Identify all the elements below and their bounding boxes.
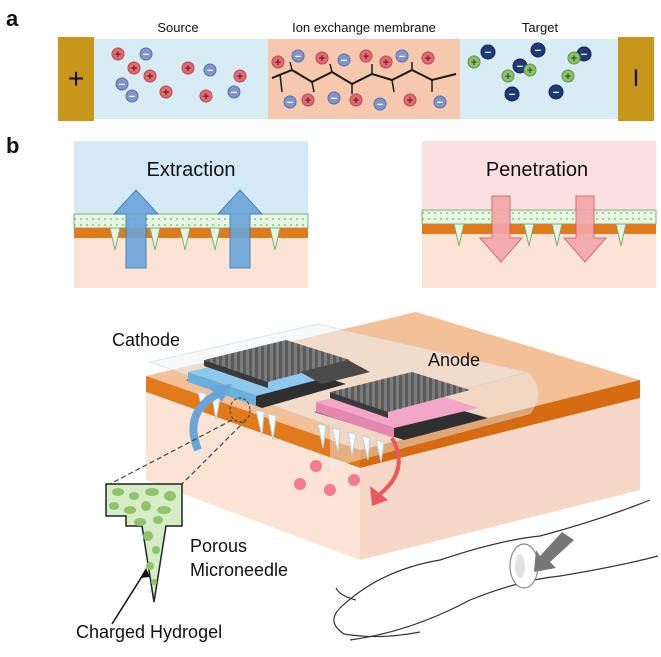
ion-charge-sign: − <box>287 97 293 109</box>
anode-label: Anode <box>428 350 480 370</box>
ion-charge-sign: + <box>407 95 413 107</box>
ion-charge-sign: − <box>341 55 347 67</box>
microneedle-detail <box>106 484 182 602</box>
ion-charge-sign: + <box>471 57 477 69</box>
hydrogel-pointer-line <box>112 570 146 624</box>
ion-charge-sign: + <box>571 53 577 65</box>
ion-charge-sign: + <box>565 71 571 83</box>
ion-charge-sign: + <box>185 63 191 75</box>
ion-charge-sign: + <box>203 91 209 103</box>
ion-charge-sign: − <box>143 49 149 61</box>
ion-charge-sign: + <box>363 51 369 63</box>
cathode-sign: I <box>633 65 640 92</box>
ion-charge-sign: + <box>425 53 431 65</box>
ion-charge-sign: − <box>377 99 383 111</box>
ion-charge-sign: + <box>115 49 121 61</box>
extraction-label: Extraction <box>147 159 236 181</box>
ion-charge-sign: + <box>527 65 533 77</box>
cathode-label: Cathode <box>112 330 180 350</box>
ion-charge-sign: + <box>163 87 169 99</box>
ion-charge-sign: − <box>517 61 523 73</box>
ion-charge-sign: − <box>581 49 587 61</box>
ion-charge-sign: + <box>275 57 281 69</box>
ion-charge-sign: − <box>437 97 443 109</box>
ion-charge-sign: − <box>207 65 213 77</box>
panel-b-letter: b <box>6 133 19 158</box>
ion-charge-sign: + <box>305 95 311 107</box>
porous-label-line1: Porous <box>190 536 247 556</box>
hydrogel-label: Charged Hydrogel <box>76 622 222 642</box>
ion-charge-sign: − <box>535 45 541 57</box>
membrane-label: Ion exchange membrane <box>292 20 436 35</box>
penetration-label: Penetration <box>486 159 588 181</box>
ion-charge-sign: − <box>331 93 337 105</box>
ion-charge-sign: − <box>485 47 491 59</box>
ion-charge-sign: + <box>353 95 359 107</box>
wearable-band <box>510 544 538 588</box>
ion-charge-sign: − <box>129 91 135 103</box>
ion-charge-sign: − <box>295 51 301 63</box>
porous-label-line2: Microneedle <box>190 560 288 580</box>
ion-charge-sign: + <box>319 53 325 65</box>
panel-a-letter: a <box>6 6 19 31</box>
ion-charge-sign: − <box>553 87 559 99</box>
ion-charge-sign: + <box>237 71 243 83</box>
anode-sign: + <box>68 63 84 94</box>
ion-charge-sign: + <box>131 63 137 75</box>
source-label: Source <box>157 20 198 35</box>
target-label: Target <box>522 20 559 35</box>
ion-charge-sign: + <box>147 71 153 83</box>
ion-charge-sign: − <box>119 79 125 91</box>
ion-charge-sign: + <box>505 71 511 83</box>
ion-charge-sign: + <box>383 57 389 69</box>
ion-charge-sign: − <box>399 51 405 63</box>
ion-charge-sign: − <box>509 89 515 101</box>
ion-charge-sign: − <box>231 87 237 99</box>
arm-arrow <box>534 532 574 572</box>
